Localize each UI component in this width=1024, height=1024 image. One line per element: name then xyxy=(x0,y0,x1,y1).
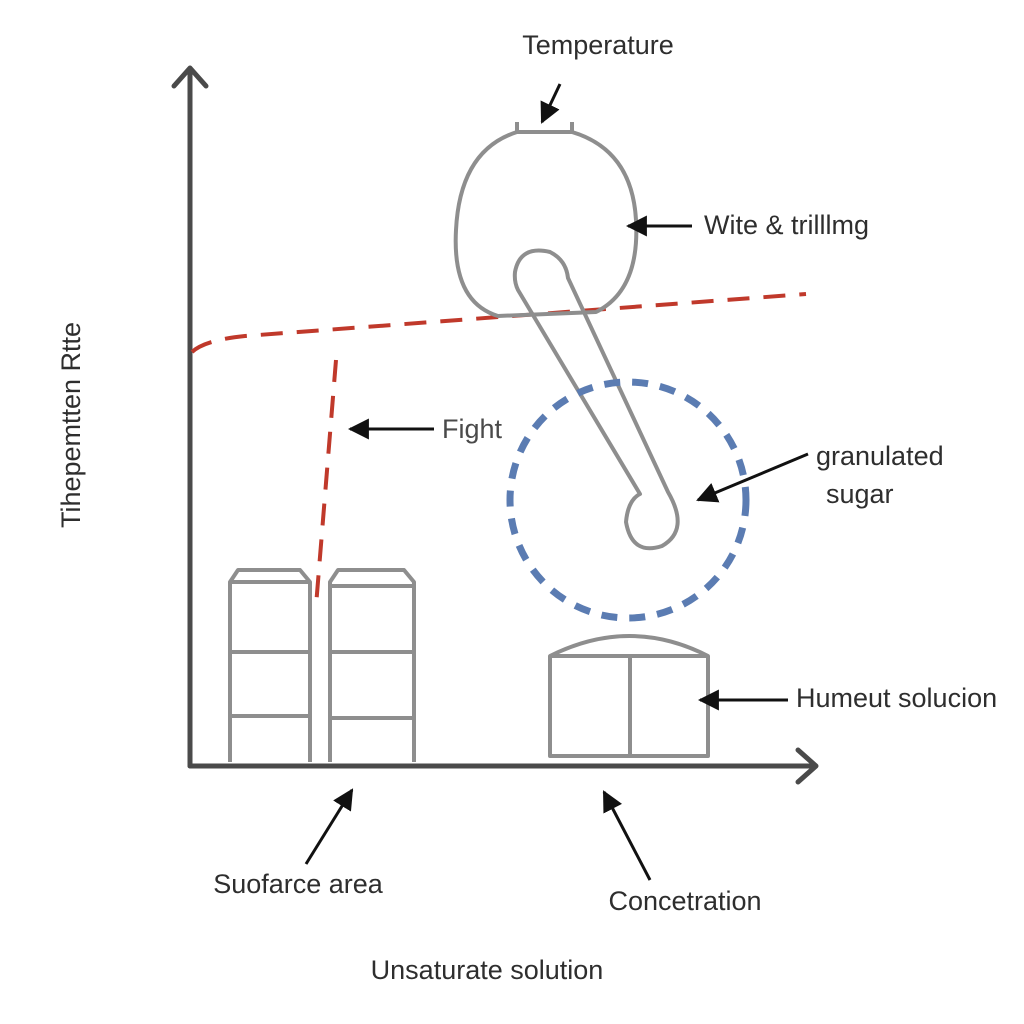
arrow-temperature xyxy=(540,83,562,124)
y-axis-arrowhead xyxy=(171,65,209,89)
red-dashed-horizontal xyxy=(190,292,807,354)
red-dashed-vertical xyxy=(314,359,338,607)
label-temperature: Temperature xyxy=(522,30,674,60)
stirring-rod xyxy=(512,248,680,551)
label-unsaturate-solution: Unsaturate solution xyxy=(371,955,604,985)
label-sugar: sugar xyxy=(826,479,894,509)
stack-left xyxy=(228,568,312,762)
arrow-surface xyxy=(304,788,354,865)
label-concentration: Concetration xyxy=(608,886,761,916)
axes xyxy=(171,65,819,785)
label-granulated: granulated xyxy=(816,441,944,471)
stack-middle xyxy=(328,568,416,762)
arrow-sugar xyxy=(696,452,809,503)
x-axis-arrowhead xyxy=(795,747,819,785)
container-vessel xyxy=(453,122,639,318)
annotation-arrows xyxy=(304,83,809,881)
solution-box xyxy=(548,634,710,758)
label-humeut-solucion: Humeut solucion xyxy=(796,683,997,713)
label-wite-trilling: Wite & trilllmg xyxy=(704,210,869,240)
label-fight: Fight xyxy=(442,414,503,444)
sugar-dashed-circle xyxy=(506,378,750,622)
red-dashed-lines xyxy=(190,292,807,607)
label-surface-area: Suofarce area xyxy=(213,869,384,899)
arrow-concentration xyxy=(602,790,652,881)
y-axis-label: Tihepemtten Rtte xyxy=(56,322,86,528)
